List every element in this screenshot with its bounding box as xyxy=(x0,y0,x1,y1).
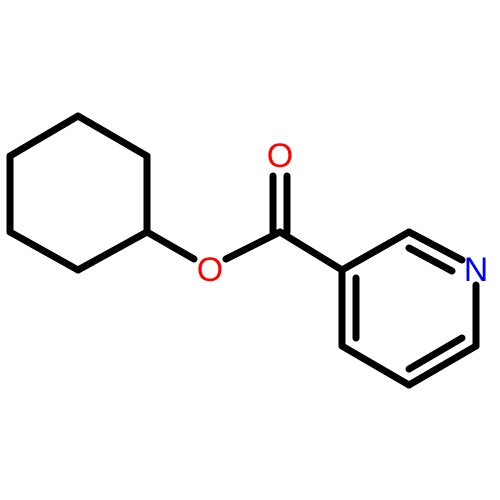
bond-ester-o-to-carbonyl xyxy=(222,228,284,263)
ester-oxygen-label: O xyxy=(197,251,223,289)
bond-py-2 xyxy=(405,228,466,264)
ester-linkage xyxy=(143,172,346,274)
bond-py-4 xyxy=(405,342,480,389)
bond-cy-1 xyxy=(74,112,151,160)
pyridine-ring xyxy=(338,228,480,389)
pyridine-nitrogen-label: N xyxy=(464,251,489,289)
cyclohexane-ring xyxy=(6,112,151,274)
bond-cy-3 xyxy=(74,228,151,274)
bond-carbonyl-to-ring xyxy=(276,228,346,274)
bond-py-inner-3 xyxy=(405,334,466,373)
carbonyl-oxygen-label: O xyxy=(267,137,293,175)
bond-py-inner-2 xyxy=(405,244,456,275)
bond-cy-4 xyxy=(6,228,82,274)
bond-cy-6 xyxy=(6,112,82,160)
bond-py-1 xyxy=(338,228,413,274)
bond-py-5 xyxy=(338,342,413,389)
bond-cy-to-ester-o xyxy=(143,228,198,263)
